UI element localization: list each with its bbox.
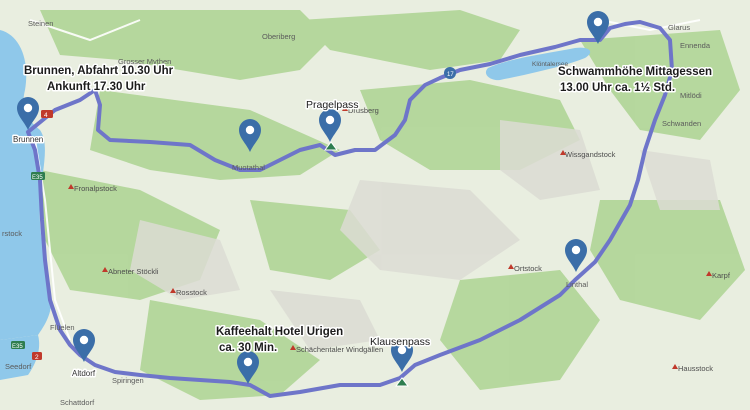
svg-text:17: 17 bbox=[447, 72, 454, 78]
label-seedorf: Seedorf bbox=[5, 362, 32, 371]
label-steinen: Steinen bbox=[28, 19, 53, 28]
label-altdorf: Altdorf bbox=[72, 369, 96, 378]
label-spiringen: Spiringen bbox=[112, 376, 144, 385]
place-labels: Steinen Oberiberg Grosser Mythen Muotath… bbox=[2, 19, 731, 407]
label-schattdorf: Schattdorf bbox=[60, 398, 95, 407]
label-mythen: Grosser Mythen bbox=[118, 57, 171, 66]
annotation-coffee-line1: Kaffeehalt Hotel Urigen bbox=[216, 326, 343, 338]
route-line bbox=[26, 20, 674, 398]
rock-areas bbox=[130, 120, 720, 350]
label-rstock: rstock bbox=[2, 229, 22, 238]
label-wissgandstock: Wissgandstock bbox=[565, 150, 616, 159]
label-flueelen: Flüelen bbox=[50, 323, 75, 332]
label-glarus: Glarus bbox=[668, 23, 690, 32]
lake-kloental bbox=[485, 47, 591, 81]
annotation-lunch-line1: Schwammhöhe Mittagessen bbox=[558, 66, 712, 78]
label-hausstock: Hausstock bbox=[678, 364, 713, 373]
annotation-pragelpass: Pragelpass bbox=[306, 99, 359, 111]
annotation-lunch-line2: 13.00 Uhr ca. 1½ Std. bbox=[560, 82, 675, 94]
label-karpf: Karpf bbox=[712, 271, 731, 280]
annotations: Brunnen, Abfahrt 10.30 Uhr Ankunft 17.30… bbox=[23, 64, 714, 356]
pass-icon-klausen bbox=[395, 377, 409, 387]
label-mitlodi: Mitlödi bbox=[680, 91, 702, 100]
label-drusberg: Drusberg bbox=[348, 106, 379, 115]
annotation-klausenpass: Klausenpass bbox=[370, 336, 430, 348]
label-ennenda: Ennenda bbox=[680, 41, 711, 50]
lake-lucerne bbox=[0, 30, 52, 340]
label-fronalpstock: Fronalpstock bbox=[74, 184, 117, 193]
label-kloental: Klöntalersee bbox=[532, 61, 569, 68]
pass-icon-pragel bbox=[324, 141, 338, 151]
label-schwanden: Schwanden bbox=[662, 119, 701, 128]
label-linthal: Linthal bbox=[566, 280, 588, 289]
label-ortstock: Ortstock bbox=[514, 264, 542, 273]
peak-marks bbox=[68, 106, 712, 369]
label-abneter: Abneter Stöckli bbox=[108, 267, 159, 276]
label-oberiberg: Oberiberg bbox=[262, 32, 295, 41]
label-brunnen: Brunnen bbox=[13, 135, 43, 144]
lake-lower bbox=[0, 335, 40, 380]
svg-text:E35: E35 bbox=[32, 175, 43, 181]
road-shields: 4 E35 E35 2 17 bbox=[11, 67, 456, 361]
svg-text:E35: E35 bbox=[12, 344, 23, 350]
label-muotathal: Muotathal bbox=[232, 163, 265, 172]
annotation-coffee-line2: ca. 30 Min. bbox=[219, 342, 277, 354]
pass-badges bbox=[324, 141, 409, 387]
annotation-brunnen-line2: Ankunft 17.30 Uhr bbox=[47, 81, 146, 93]
svg-text:4: 4 bbox=[44, 112, 48, 119]
label-rosstock: Rosstock bbox=[176, 288, 207, 297]
svg-text:2: 2 bbox=[35, 354, 39, 361]
annotation-brunnen-line1: Brunnen, Abfahrt 10.30 Uhr bbox=[24, 65, 174, 77]
label-windgaellen: Schächentaler Windgällen bbox=[296, 345, 383, 354]
